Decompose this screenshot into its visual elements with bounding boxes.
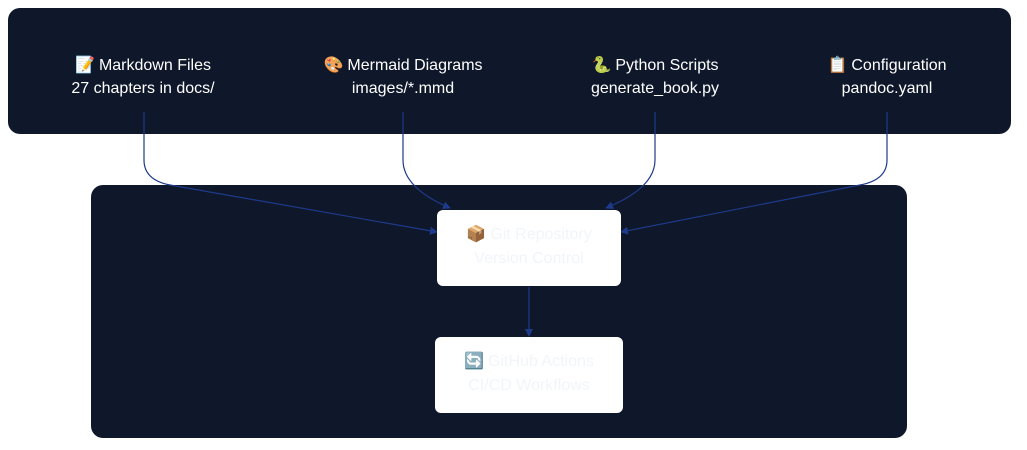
configuration-node[interactable]: 📋Configuration pandoc.yaml: [787, 54, 987, 100]
git-repository-node[interactable]: 📦Git Repository Version Control: [437, 210, 621, 286]
python-scripts-subtitle: generate_book.py: [590, 80, 720, 97]
git-repository-subtitle: Version Control: [474, 250, 584, 267]
markdown-files-title: 📝Markdown Files: [75, 57, 211, 74]
python-scripts-node[interactable]: 🐍Python Scripts generate_book.py: [555, 54, 755, 100]
mermaid-diagrams-title: 🎨Mermaid Diagrams: [323, 57, 483, 74]
snake-icon: 🐍: [591, 57, 612, 74]
clipboard-icon: 📋: [827, 57, 848, 74]
refresh-icon: 🔄: [464, 353, 485, 370]
git-repository-title: 📦Git Repository: [466, 226, 592, 243]
configuration-subtitle: pandoc.yaml: [841, 80, 933, 97]
github-actions-node[interactable]: 🔄GitHub Actions CI/CD Workflows: [435, 337, 623, 413]
github-actions-subtitle: CI/CD Workflows: [468, 377, 590, 394]
palette-icon: 🎨: [323, 57, 344, 74]
github-actions-title: 🔄GitHub Actions: [464, 353, 594, 370]
mermaid-diagrams-node[interactable]: 🎨Mermaid Diagrams images/*.mmd: [303, 54, 503, 100]
sources-cluster: 📝Markdown Files 27 chapters in docs/ 🎨Me…: [8, 8, 1011, 134]
package-icon: 📦: [466, 226, 487, 243]
python-scripts-title: 🐍Python Scripts: [591, 57, 719, 74]
markdown-files-subtitle: 27 chapters in docs/: [71, 80, 215, 97]
configuration-title: 📋Configuration: [827, 57, 947, 74]
markdown-files-node[interactable]: 📝Markdown Files 27 chapters in docs/: [43, 54, 243, 100]
memo-icon: 📝: [75, 57, 95, 74]
mermaid-diagrams-subtitle: images/*.mmd: [351, 80, 455, 97]
